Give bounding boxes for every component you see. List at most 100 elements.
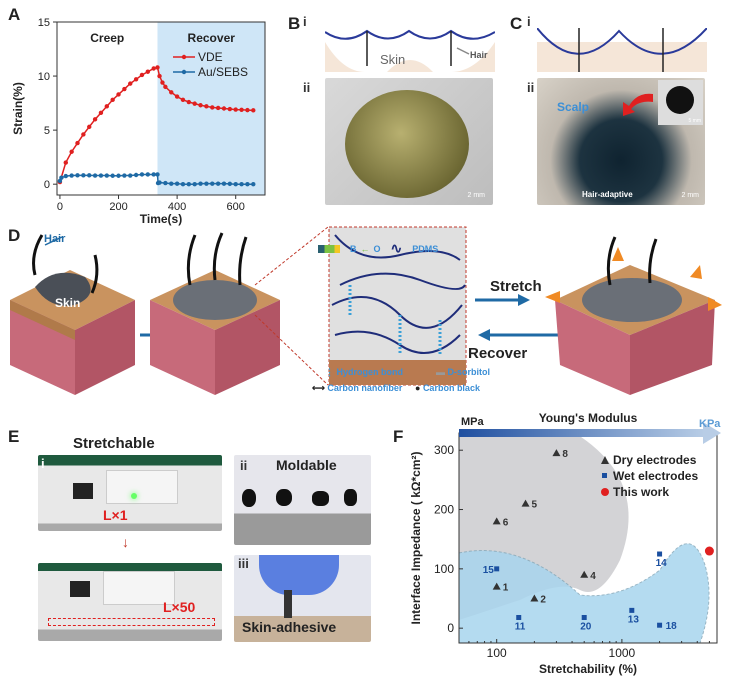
wet-electrode-point [516,614,522,620]
data-point [174,94,180,99]
skin-block-1 [10,234,135,395]
point-label: 4 [590,571,596,582]
sub-label-c-ii: ii [527,80,535,95]
wet-electrode-region [458,543,710,644]
panel-label-c: C [510,14,523,33]
carbon-nanofiber-legend: ⟷ Carbon nanofiber [312,383,403,393]
data-point [157,73,162,79]
legend-label: VDE [198,50,223,64]
point-label: 11 [515,621,526,632]
data-point [233,107,238,112]
scalp-label: Scalp [557,100,590,114]
panel-label-a: A [8,5,21,24]
moldable-photo: ii Moldable [234,455,371,545]
circuit-photo-unstretched: i L×1 [38,455,222,531]
data-point [145,69,151,74]
stretched-vde [284,590,292,618]
sub-label-c-i: i [527,14,531,29]
point-label: 20 [580,621,592,632]
legend-label: Au/SEBS [198,65,248,79]
data-point [69,173,74,178]
data-point [227,181,233,187]
point-label: 18 [666,621,678,632]
dry-electrode-point [552,449,561,457]
point-label: 13 [628,614,640,625]
dry-electrode-point [530,594,539,602]
skin-label: Skin [380,52,406,67]
region-label-creep: Creep [90,31,124,45]
y-tick-label: 200 [434,503,454,517]
data-point [87,124,92,130]
au-sebs-on-skin-photo: 2 mm [325,78,493,205]
wet-electrode-point [657,551,663,557]
data-point [139,72,145,78]
data-point [251,108,256,113]
panel-label-e: E [8,427,20,446]
data-point [221,181,227,186]
data-point [104,173,110,178]
data-point [110,97,115,103]
scale-bar-label: 2 mm [467,192,486,199]
sub-label-b-ii: ii [303,80,311,95]
d-sorbitol-legend: ▬ D-sorbitol [436,367,491,377]
data-point [233,181,238,187]
data-point [192,101,197,106]
data-point [98,173,104,178]
point-label: 8 [562,449,568,460]
data-point [110,173,115,178]
y-axis-label: Interface Impedance ( kΩ*cm²) [409,451,423,624]
skin-label: Skin [55,296,81,310]
data-point [245,107,250,113]
legend-marker-circle [601,488,609,496]
data-point [221,106,227,111]
data-point [157,180,162,185]
dry-electrode-point [492,517,501,525]
sub-label-e-ii: ii [240,458,248,473]
molded-shape [242,489,256,507]
data-point [204,181,209,186]
circuit-photo-stretched: L×50 [38,563,222,641]
electrode-disc [666,86,694,114]
wet-electrode-point [629,607,635,613]
y-axis-label: Strain(%) [11,82,25,135]
moldable-title: Moldable [276,457,337,473]
data-point [151,172,156,177]
legend-label: Dry electrodes [613,453,697,467]
point-label: 15 [483,565,495,576]
data-point [210,105,215,110]
y-tick-label: 0 [44,179,50,191]
point-label: 5 [532,500,538,511]
hair-label: Hair [44,233,66,245]
legend-label: This work [613,485,669,499]
data-point [155,172,160,177]
sub-label-e-i: i [41,456,45,471]
skin-block-2 [150,232,280,395]
wet-electrode-point [494,566,500,572]
y-tick-label: 300 [434,443,454,457]
data-point [128,173,133,178]
dry-electrode-point [521,499,530,507]
x-tick-label: 200 [109,201,127,213]
hair-adaptive-label: Hair-adaptive [582,190,633,199]
region-label-recover: Recover [188,31,236,45]
modulus-arrow-bar [459,429,705,437]
hair-adaptive-diagram [537,28,707,72]
panel-label-f: F [393,427,404,446]
data-point [63,173,68,179]
data-point [174,181,180,186]
legend-marker [181,54,187,60]
vde-on-scalp-photo: 5 mm Scalp Hair-adaptive 2 mm [537,78,705,205]
modulus-low-label: KPa [699,418,721,430]
dry-electrode-point [580,570,589,578]
data-point [81,173,86,178]
battery-pack [70,581,90,597]
data-point [198,103,203,108]
data-point [186,99,192,105]
recover-label: Recover [468,345,528,362]
data-point [180,97,186,103]
legend-label: Wet electrodes [613,469,698,483]
data-point [81,132,86,137]
